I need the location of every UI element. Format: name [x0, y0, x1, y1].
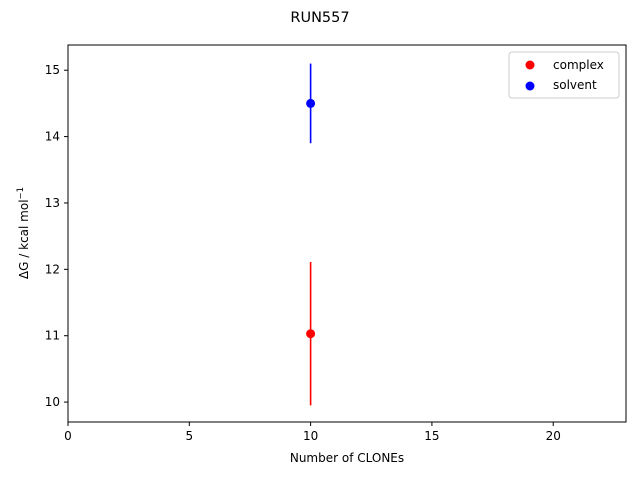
- y-tick-label: 14: [45, 130, 60, 144]
- legend-marker-complex: [525, 60, 535, 70]
- data-points: [306, 98, 316, 339]
- legend-box: [508, 51, 620, 99]
- y-tick-label: 15: [45, 63, 60, 77]
- legend-label-complex: complex: [553, 58, 604, 72]
- legend-marker-solvent: [525, 81, 535, 91]
- y-tick-label: 12: [45, 262, 60, 276]
- y-tick-label: 11: [45, 329, 60, 343]
- y-axis-label: ΔG / kcal mol−1: [16, 187, 31, 279]
- x-tick-label: 10: [303, 429, 318, 443]
- chart-title: RUN557: [290, 10, 349, 26]
- x-axis-ticks: 0 5 10 15 20: [64, 422, 561, 443]
- legend: complex solvent: [508, 51, 620, 99]
- x-axis-label: Number of CLONEs: [290, 451, 404, 465]
- legend-label-solvent: solvent: [553, 78, 597, 92]
- data-point-complex: [306, 329, 316, 339]
- y-axis-label-exponent: −1: [16, 187, 26, 200]
- data-point-solvent: [306, 98, 316, 108]
- x-tick-label: 15: [424, 429, 439, 443]
- y-axis-label-main: ΔG / kcal mol: [17, 199, 31, 279]
- x-tick-label: 5: [185, 429, 193, 443]
- x-tick-label: 0: [64, 429, 72, 443]
- y-axis-ticks: 10 11 12 13 14 15: [45, 63, 68, 409]
- plot-frame: [67, 44, 627, 423]
- x-tick-label: 20: [546, 429, 561, 443]
- y-tick-label: 10: [45, 395, 60, 409]
- y-tick-label: 13: [45, 196, 60, 210]
